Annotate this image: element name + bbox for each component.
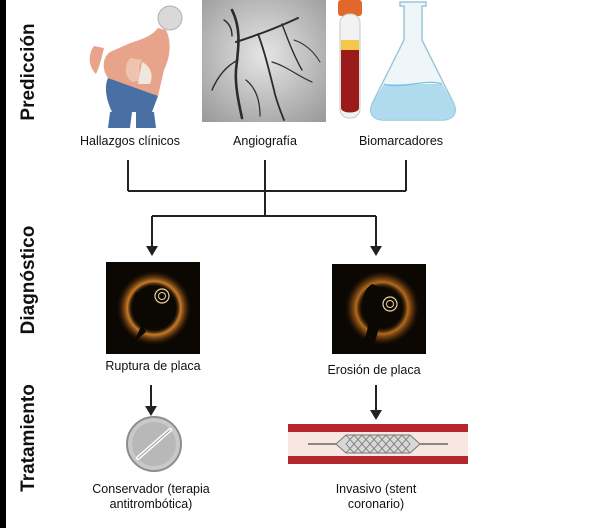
- coronary-stent-illustration: [288, 424, 468, 464]
- blood-tube-illustration: [336, 0, 364, 124]
- arrowhead-rupture: [146, 246, 158, 256]
- tablet-illustration: [124, 414, 184, 474]
- arrowhead-erosion: [370, 246, 382, 256]
- caption-plaque-rupture: Ruptura de placa: [105, 359, 201, 373]
- patient-illustration: [80, 0, 190, 128]
- caption-invasive-treatment: Invasivo (stent coronario): [320, 482, 432, 512]
- caption-angiography: Angiografía: [233, 134, 297, 148]
- oct-plaque-erosion-image: [332, 264, 426, 354]
- caption-invasive-line2: coronario): [347, 497, 405, 511]
- flask-illustration: [366, 0, 460, 124]
- left-border-bar: [0, 0, 6, 528]
- caption-conservative-line1: Conservador (terapia: [92, 482, 210, 496]
- oct-plaque-rupture-image: [106, 262, 200, 354]
- caption-plaque-erosion: Erosión de placa: [327, 363, 421, 377]
- caption-conservative-line2: antitrombótica): [109, 497, 193, 511]
- caption-invasive-line1: Invasivo (stent: [335, 482, 417, 496]
- caption-conservative-treatment: Conservador (terapia antitrombótica): [76, 482, 226, 512]
- angiography-image: [202, 0, 326, 122]
- caption-biomarkers: Biomarcadores: [358, 134, 444, 148]
- caption-clinical-findings: Hallazgos clínicos: [79, 134, 181, 148]
- arrowhead-conservative: [145, 406, 157, 416]
- arrowhead-invasive: [370, 410, 382, 420]
